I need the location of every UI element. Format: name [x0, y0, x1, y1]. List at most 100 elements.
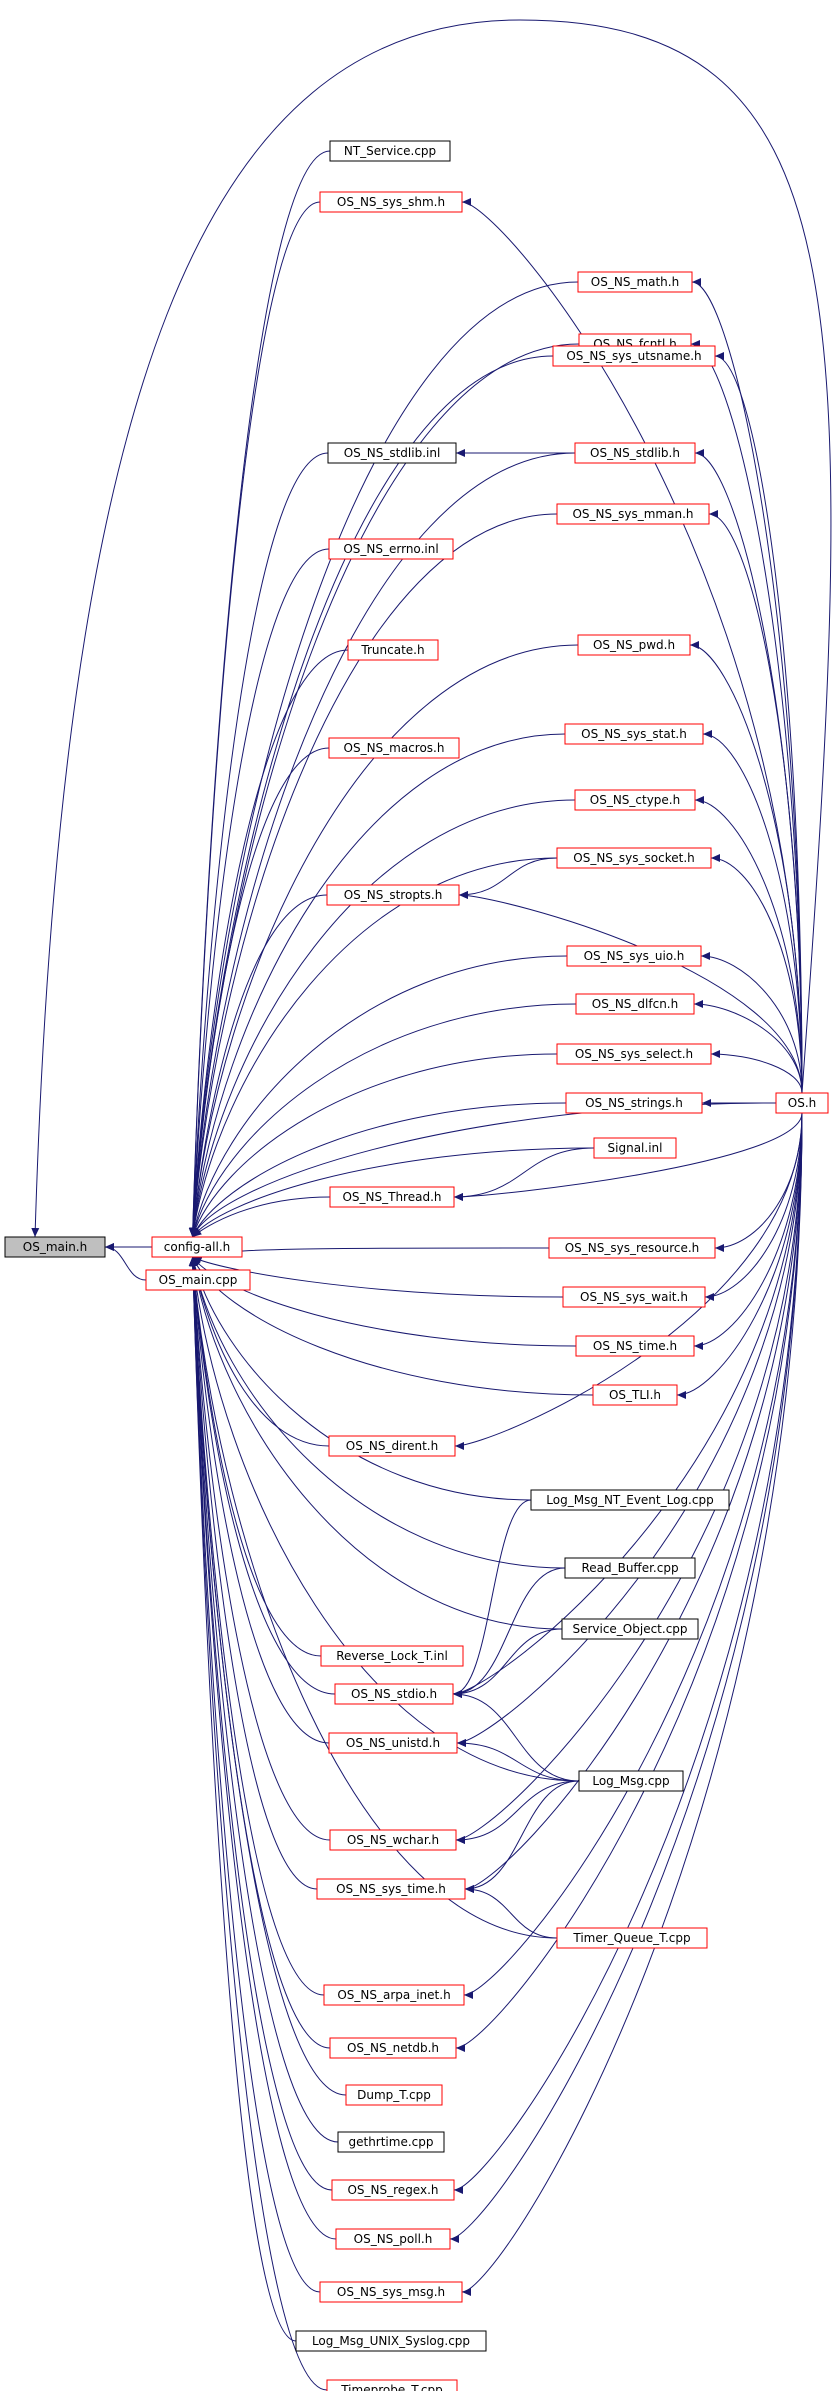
- node-os-ns-sys-shm-h[interactable]: OS_NS_sys_shm.h: [319, 191, 463, 213]
- edge-os-h-to-os-tli-h: [676, 1112, 803, 1399]
- node-os-ns-sys-msg-h[interactable]: OS_NS_sys_msg.h: [319, 2281, 463, 2303]
- node-box: [316, 1878, 466, 1900]
- node-os-ns-stdlib-h[interactable]: OS_NS_stdlib.h: [574, 442, 696, 464]
- node-timeprobe-t-cpp[interactable]: Timeprobe_T.cpp: [326, 2379, 458, 2391]
- node-os-main-cpp[interactable]: OS_main.cpp: [145, 1269, 251, 1291]
- edge-os-h-to-os-ns-sys-uio-h: [700, 952, 803, 1094]
- node-os-ns-unistd-h[interactable]: OS_NS_unistd.h: [328, 1732, 458, 1754]
- edge-log-msg-cpp-to-config-all: [189, 1256, 580, 1782]
- node-label: OS_NS_stropts.h: [344, 888, 443, 902]
- node-label: OS_NS_sys_shm.h: [337, 195, 445, 209]
- node-label: OS_NS_ctype.h: [590, 793, 680, 807]
- edge-os-h-to-os-ns-unistd-h: [456, 1112, 803, 1747]
- node-os-ns-sys-stat-h[interactable]: OS_NS_sys_stat.h: [564, 723, 704, 745]
- edge-log-msg-to-os-ns-sys-time: [464, 1780, 580, 1893]
- edge-os-ns-stdlib-h-to-config-all: [189, 452, 576, 1238]
- node-box: [775, 1092, 829, 1114]
- node-box: [575, 993, 695, 1015]
- node-os-ns-sys-wait-h[interactable]: OS_NS_sys_wait.h: [562, 1286, 706, 1308]
- node-label: OS_NS_poll.h: [354, 2232, 433, 2246]
- node-box: [530, 1489, 730, 1511]
- node-box: [327, 442, 457, 464]
- edge-os-h-to-os-ns-wchar-h: [455, 1112, 803, 1844]
- node-read-buffer-cpp[interactable]: Read_Buffer.cpp: [564, 1557, 696, 1579]
- node-box: [329, 1186, 455, 1208]
- node-label: OS_NS_sys_uio.h: [584, 949, 685, 963]
- node-os-ns-stdlib-inl[interactable]: OS_NS_stdlib.inl: [327, 442, 457, 464]
- node-box: [578, 1770, 684, 1792]
- node-label: OS_NS_sys_msg.h: [337, 2285, 445, 2299]
- node-os-ns-stdio-h[interactable]: OS_NS_stdio.h: [334, 1683, 454, 1705]
- edge-dump-t-cpp-to-config-all: [188, 1256, 347, 2096]
- node-os-ns-dlfcn-h[interactable]: OS_NS_dlfcn.h: [575, 993, 695, 1015]
- node-log-msg-unix-syslog-cpp[interactable]: Log_Msg_UNIX_Syslog.cpp: [295, 2330, 487, 2352]
- node-os-tli-h[interactable]: OS_TLI.h: [592, 1384, 678, 1406]
- node-os-ns-time-h[interactable]: OS_NS_time.h: [575, 1335, 695, 1357]
- node-label: OS_NS_stdio.h: [351, 1687, 437, 1701]
- node-os-ns-sys-uio-h[interactable]: OS_NS_sys_uio.h: [566, 945, 702, 967]
- node-box: [345, 2084, 443, 2106]
- node-os-main-h[interactable]: OS_main.h: [4, 1236, 106, 1258]
- node-nt-service-cpp[interactable]: NT_Service.cpp: [329, 140, 451, 162]
- node-box: [561, 1618, 699, 1640]
- edge-service-object-cpp-to-config-all: [189, 1256, 563, 1630]
- nodes-layer: OS_main.h config-all.hOS_main.cpp NT_Servi…: [4, 140, 829, 2391]
- node-box: [326, 2379, 458, 2391]
- node-label: Log_Msg_UNIX_Syslog.cpp: [312, 2334, 470, 2348]
- node-os-ns-sys-utsname-h[interactable]: OS_NS_sys_utsname.h: [552, 345, 716, 367]
- edge-os-h-to-os-ns-time-h: [693, 1112, 803, 1350]
- node-label: OS_NS_Thread.h: [342, 1190, 441, 1204]
- node-os-ns-netdb-h[interactable]: OS_NS_netdb.h: [329, 2037, 457, 2059]
- node-box: [323, 1984, 465, 2006]
- node-os-ns-macros-h[interactable]: OS_NS_macros.h: [328, 737, 460, 759]
- node-os-ns-poll-h[interactable]: OS_NS_poll.h: [335, 2228, 451, 2250]
- node-os-ns-sys-mman-h[interactable]: OS_NS_sys_mman.h: [556, 503, 710, 525]
- node-os-ns-sys-select-h[interactable]: OS_NS_sys_select.h: [556, 1043, 712, 1065]
- edge-os-ns-sys-select-h-to-config-all: [191, 1053, 558, 1238]
- node-os-ns-regex-h[interactable]: OS_NS_regex.h: [331, 2179, 455, 2201]
- node-os-ns-sys-time-h[interactable]: OS_NS_sys_time.h: [316, 1878, 466, 1900]
- node-signal-inl[interactable]: Signal.inl: [593, 1137, 677, 1159]
- node-box: [295, 2330, 487, 2352]
- edge-os-h-to-os-ns-sys-utsname-h: [714, 352, 803, 1094]
- node-os-ns-arpa-inet-h[interactable]: OS_NS_arpa_inet.h: [323, 1984, 465, 2006]
- edge-os-ns-macros-h-to-config-all: [189, 747, 330, 1238]
- node-label: Truncate.h: [360, 643, 424, 657]
- node-gethrtime-cpp[interactable]: gethrtime.cpp: [337, 2131, 445, 2153]
- edge-log-msg-to-os-ns-wchar: [455, 1780, 580, 1844]
- node-config-all-h[interactable]: config-all.h: [151, 1236, 243, 1258]
- node-os-ns-ctype-h[interactable]: OS_NS_ctype.h: [574, 789, 696, 811]
- node-os-ns-thread-h[interactable]: OS_NS_Thread.h: [329, 1186, 455, 1208]
- node-label: OS_NS_sys_mman.h: [572, 507, 693, 521]
- node-timer-queue-t-cpp[interactable]: Timer_Queue_T.cpp: [556, 1927, 708, 1949]
- edge-os-main-cpp-to-os-main: [104, 1243, 147, 1281]
- node-dump-t-cpp[interactable]: Dump_T.cpp: [345, 2084, 443, 2106]
- node-os-ns-sys-resource-h[interactable]: OS_NS_sys_resource.h: [548, 1237, 716, 1259]
- node-box: [556, 1043, 712, 1065]
- edge-os-h-to-os-ns-sys-socket-h: [710, 854, 803, 1094]
- node-os-ns-math-h[interactable]: OS_NS_math.h: [577, 271, 693, 293]
- node-box: [334, 1683, 454, 1705]
- node-reverse-lock-t-inl[interactable]: Reverse_Lock_T.inl: [320, 1645, 464, 1667]
- node-box: [592, 1384, 678, 1406]
- node-box: [335, 2228, 451, 2250]
- edge-os-h-to-os-ns-stdlib-h: [694, 449, 803, 1094]
- node-box: [328, 1435, 456, 1457]
- node-os-ns-sys-socket-h[interactable]: OS_NS_sys_socket.h: [556, 847, 712, 869]
- edge-timer-queue-to-os-ns-sys-time: [464, 1885, 558, 1939]
- node-label: OS_main.cpp: [159, 1273, 238, 1287]
- node-log-msg-nt-event-log-cpp[interactable]: Log_Msg_NT_Event_Log.cpp: [530, 1489, 730, 1511]
- node-os-ns-strings-h[interactable]: OS_NS_strings.h: [565, 1092, 703, 1114]
- node-os-ns-errno-inl[interactable]: OS_NS_errno.inl: [328, 538, 454, 560]
- node-truncate-h[interactable]: Truncate.h: [347, 639, 439, 661]
- edge-os-h-to-os-main: [31, 19, 832, 1238]
- node-log-msg-cpp[interactable]: Log_Msg.cpp: [578, 1770, 684, 1792]
- node-box: [593, 1137, 677, 1159]
- node-os-ns-pwd-h[interactable]: OS_NS_pwd.h: [577, 634, 691, 656]
- node-os-ns-wchar-h[interactable]: OS_NS_wchar.h: [329, 1829, 457, 1851]
- node-os-ns-stropts-h[interactable]: OS_NS_stropts.h: [326, 884, 460, 906]
- node-os-h[interactable]: OS.h: [775, 1092, 829, 1114]
- node-service-object-cpp[interactable]: Service_Object.cpp: [561, 1618, 699, 1640]
- node-os-ns-dirent-h[interactable]: OS_NS_dirent.h: [328, 1435, 456, 1457]
- node-label: OS_NS_netdb.h: [347, 2041, 439, 2055]
